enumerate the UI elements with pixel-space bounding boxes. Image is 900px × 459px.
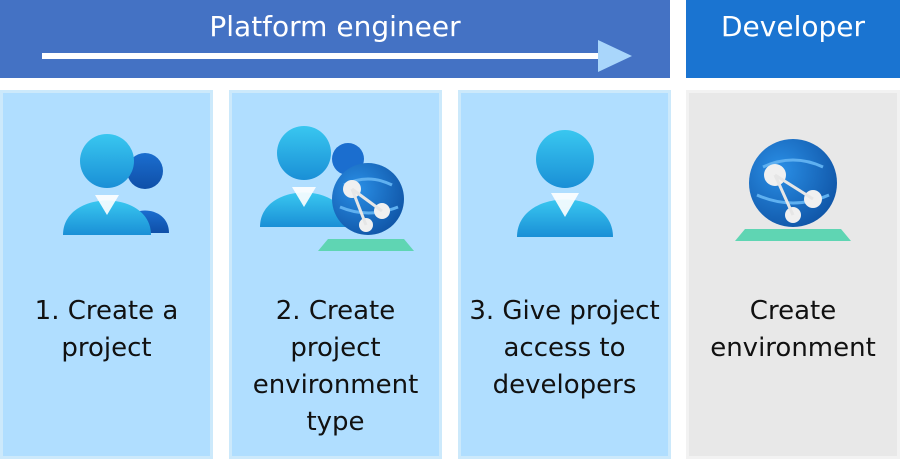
user-group-globe-icon bbox=[259, 126, 414, 251]
user-group-icon bbox=[62, 134, 169, 235]
step-label: 3. Give project access to developers bbox=[469, 296, 660, 400]
step-give-access: 3. Give project access to developers bbox=[458, 90, 671, 459]
developer-header: Developer bbox=[686, 0, 900, 78]
step-label: 1. Create a project bbox=[34, 296, 179, 363]
platform-engineer-header: Platform engineer bbox=[0, 0, 670, 78]
environment-globe-icon bbox=[735, 139, 851, 241]
step-create-project: 1. Create a project bbox=[0, 90, 213, 459]
step-create-environment-type: 2. Create project environment type bbox=[229, 90, 442, 459]
step-create-environment: Create environment bbox=[686, 90, 900, 459]
platform-engineer-title: Platform engineer bbox=[209, 10, 461, 43]
user-icon bbox=[516, 130, 613, 237]
flow-arrow-icon bbox=[42, 40, 632, 72]
step-label: Create environment bbox=[710, 296, 876, 363]
step-label: 2. Create project environment type bbox=[252, 296, 419, 437]
developer-title: Developer bbox=[720, 10, 865, 43]
